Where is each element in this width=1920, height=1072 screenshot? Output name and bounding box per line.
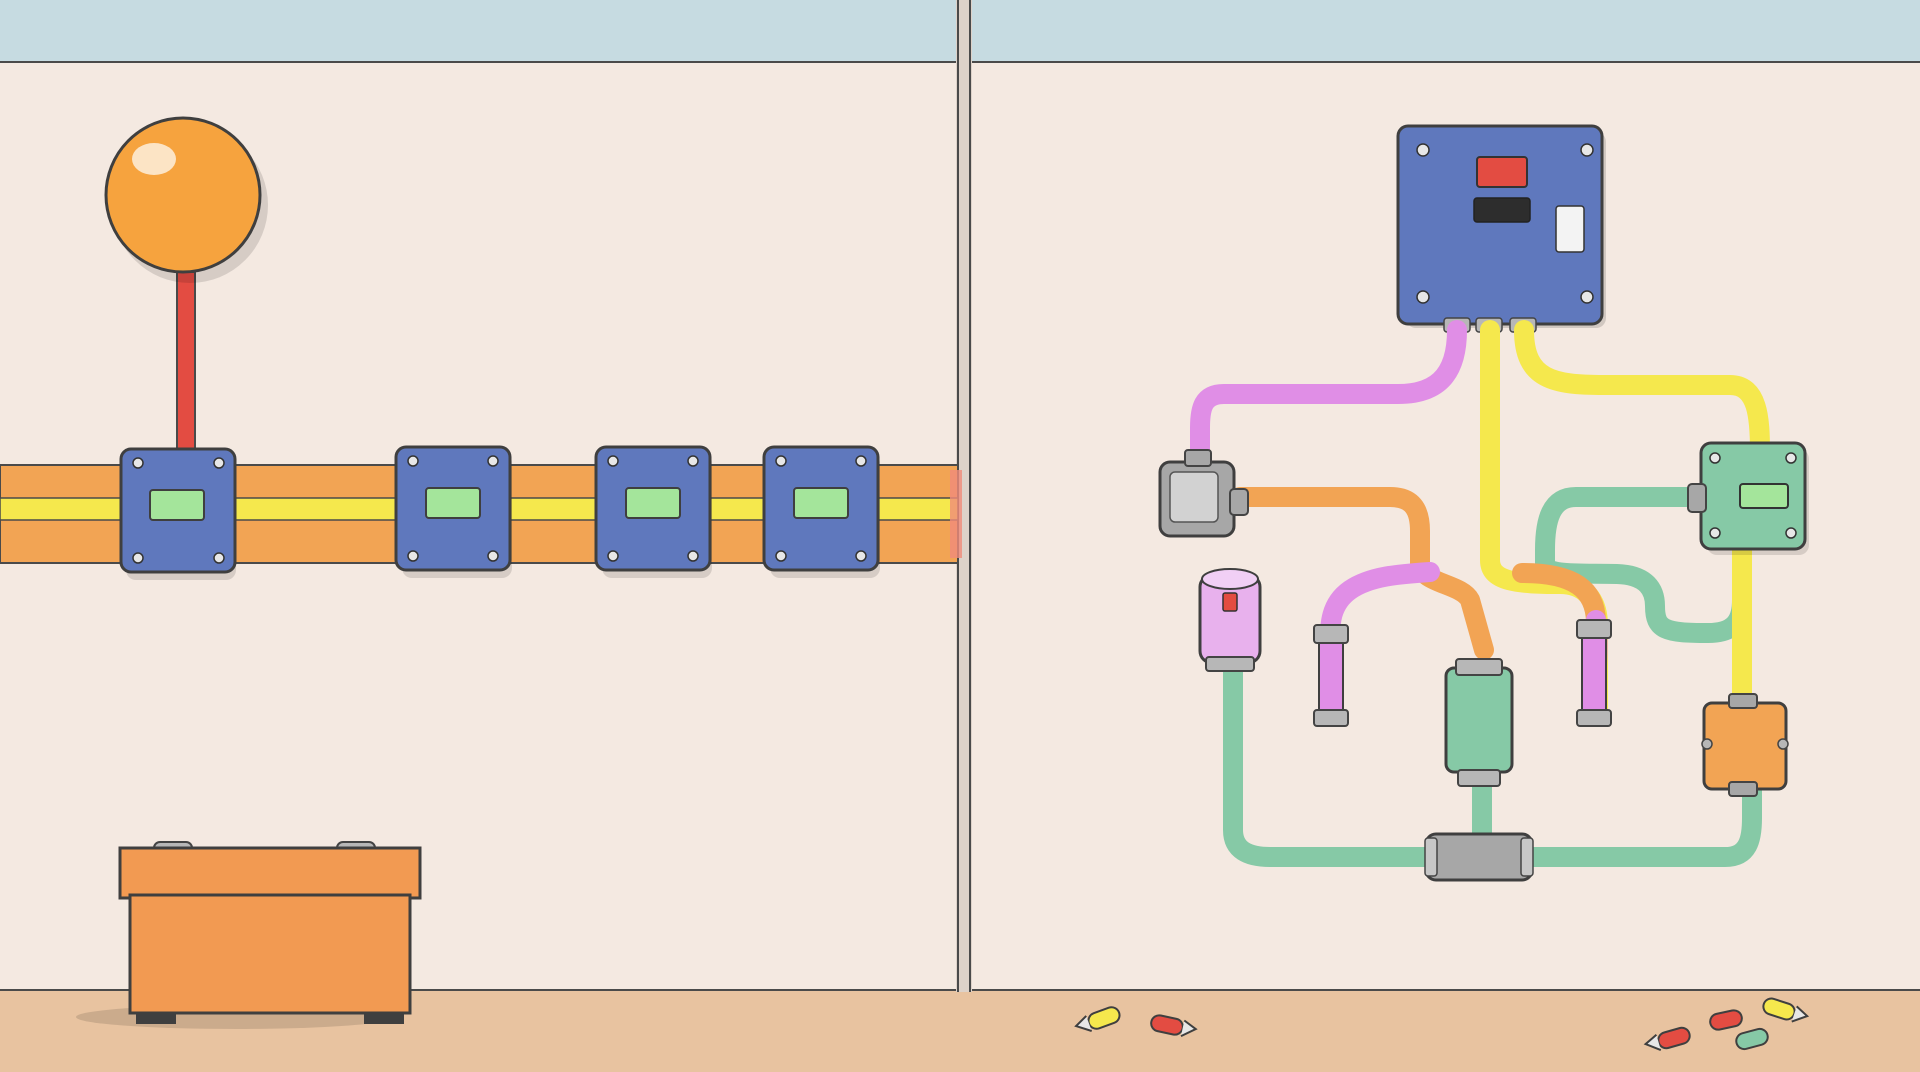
green-cylinder[interactable] — [1444, 658, 1514, 787]
red-capsule-left[interactable] — [1150, 1014, 1198, 1039]
red-capsule-right-1[interactable] — [1643, 1026, 1692, 1054]
gray-junction-box[interactable] — [1158, 449, 1249, 538]
switch-3-screen — [625, 487, 681, 519]
floor-capsules[interactable] — [1074, 996, 1810, 1054]
gray-t-junction[interactable] — [1424, 832, 1534, 882]
pink-cylinder[interactable] — [1198, 568, 1262, 672]
yellow-capsule-right[interactable] — [1761, 996, 1810, 1025]
orange-bin[interactable] — [76, 841, 422, 1029]
pipe-network — [1190, 320, 1770, 867]
switch-2-screen — [425, 487, 481, 519]
orange-ball[interactable] — [104, 116, 268, 283]
switch-box-4[interactable] — [762, 445, 880, 578]
green-junction-box[interactable] — [1687, 441, 1809, 555]
switch-4-screen — [793, 487, 849, 519]
switch-box-2[interactable] — [394, 445, 512, 578]
yellow-capsule-left[interactable] — [1074, 1005, 1122, 1035]
switch-box-3[interactable] — [594, 445, 712, 578]
lever-switch[interactable] — [1555, 205, 1585, 253]
red-capsule-right-2[interactable] — [1709, 1009, 1744, 1031]
pink-pipe-left[interactable] — [1313, 624, 1349, 727]
switch-box-1[interactable] — [119, 447, 237, 580]
display-screen — [1473, 197, 1531, 223]
green-capsule-right[interactable] — [1734, 1027, 1769, 1051]
orange-junction-box[interactable] — [1701, 693, 1789, 797]
main-control-panel[interactable] — [1396, 124, 1606, 333]
red-vertical-pipe — [176, 271, 196, 471]
red-indicator — [1476, 156, 1528, 188]
switch-1-screen — [149, 489, 205, 521]
pink-pipe-right[interactable] — [1576, 619, 1612, 727]
wall-corner — [956, 0, 972, 992]
